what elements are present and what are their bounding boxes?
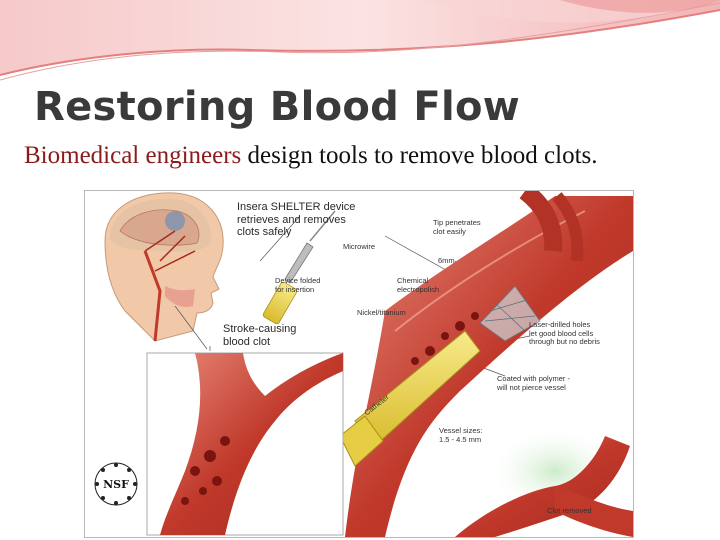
label-clot-removed: Clot removed [547, 506, 592, 515]
subtitle-highlight: Biomedical engineers [24, 142, 242, 169]
nsf-logo-art: NSF [94, 462, 138, 506]
device-folded [262, 210, 336, 325]
cleared-vessel [455, 426, 633, 537]
slide-title: Restoring Blood Flow [34, 84, 520, 130]
medical-illustration: Insera SHELTER device retrieves and remo… [84, 190, 634, 538]
label-tip-penetrates: Tip penetrates clot easily [433, 218, 481, 236]
label-chemical: Chemical electropolish [397, 276, 440, 294]
illustration-art [104, 191, 633, 537]
nsf-logo-text: NSF [103, 478, 129, 491]
inset-vessel [146, 352, 344, 536]
label-device-text: Insera SHELTER device retrieves and remo… [237, 201, 356, 239]
head-illustration [104, 192, 224, 342]
label-stroke-clot: Stroke-causing blood clot [223, 323, 297, 348]
label-vessel-sizes: Vessel sizes: 1.5 - 4.5 mm [439, 426, 483, 444]
label-device-folded: Device folded for insertion [275, 276, 321, 294]
label-device: Insera SHELTER device retrieves and remo… [237, 201, 355, 239]
label-microwire: Microwire [343, 242, 376, 251]
large-vessel [339, 191, 633, 537]
nsf-logo: NSF [93, 461, 139, 507]
subtitle-text: design tools to remove blood clots. [241, 142, 598, 169]
label-nickel-titanium: Nickel/titanium [357, 308, 406, 317]
label-coated: Coated with polymer - will not pierce ve… [497, 374, 570, 392]
slide-subtitle: Biomedical engineers design tools to rem… [24, 142, 598, 170]
label-laser-holes: Laser-drilled holes let good blood cells… [529, 320, 600, 347]
header-banner [0, 0, 720, 81]
label-6mm: 6mm [438, 256, 455, 265]
